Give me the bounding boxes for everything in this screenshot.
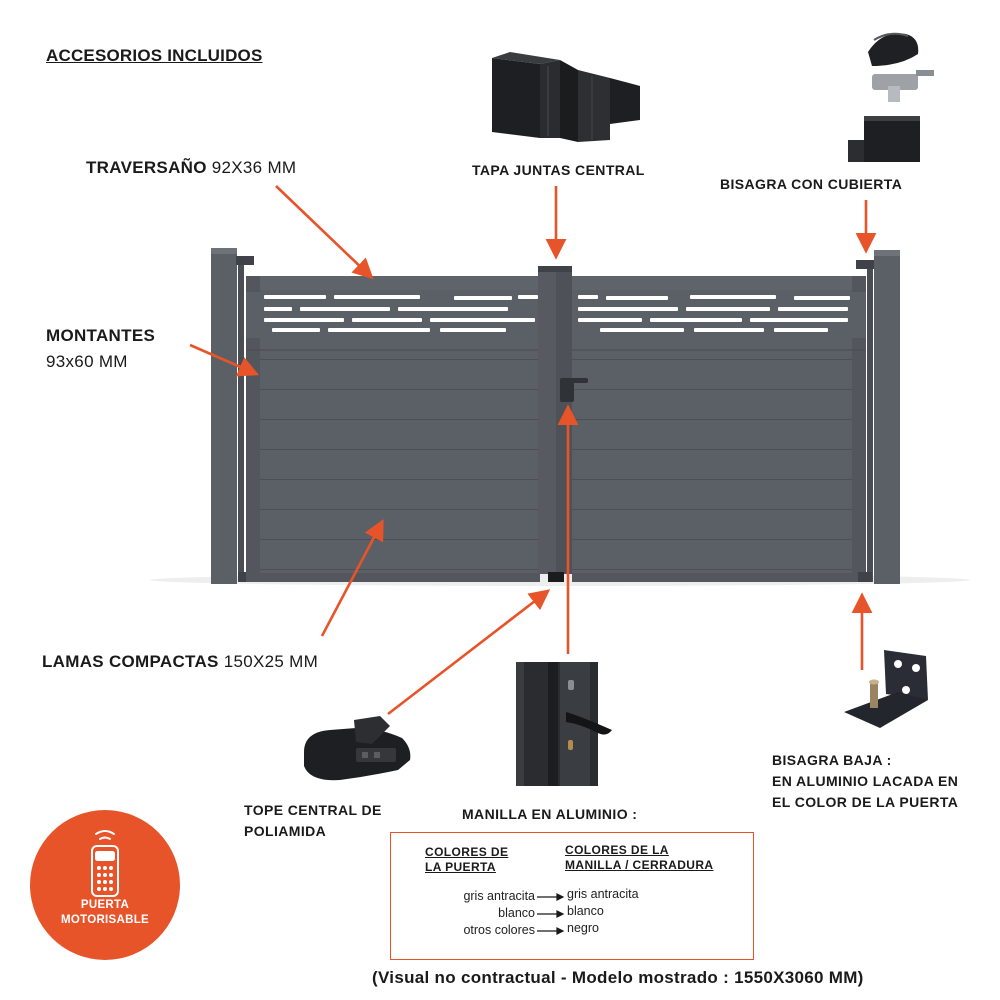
table-row-door-1: gris antracita <box>463 889 535 903</box>
header-handle-line1: COLORES DE LA <box>565 843 669 857</box>
label-bisagra-baja-line1: BISAGRA BAJA : <box>772 752 892 768</box>
color-table-header-handle: COLORES DE LA MANILLA / CERRADURA <box>565 843 713 873</box>
color-table: COLORES DE LA PUERTA COLORES DE LA MANIL… <box>390 832 754 960</box>
table-row-door-3: otros colores <box>463 923 535 937</box>
label-lamas: LAMAS COMPACTAS 150X25 MM <box>42 652 318 672</box>
tapa-juntas-image <box>492 52 640 142</box>
label-manilla: MANILLA EN ALUMINIO : <box>462 806 638 822</box>
header-door-line1: COLORES DE <box>425 845 509 859</box>
decorative-slots-right <box>578 295 850 332</box>
right-post <box>856 250 900 584</box>
left-post <box>211 248 254 584</box>
table-row-door-2: blanco <box>498 906 535 920</box>
label-bisagra-baja: BISAGRA BAJA : EN ALUMINIO LACADA EN EL … <box>772 750 958 813</box>
arrow-tope-central <box>387 589 551 716</box>
badge-line1: PUERTA <box>80 899 130 911</box>
label-lamas-name: LAMAS COMPACTAS <box>42 652 219 671</box>
label-tope-central: TOPE CENTRAL DE POLIAMIDA <box>244 800 382 842</box>
arrow-lamas <box>320 519 384 637</box>
color-table-header-door: COLORES DE LA PUERTA <box>425 845 508 875</box>
label-bisagra-baja-line3: EL COLOR DE LA PUERTA <box>772 794 959 810</box>
label-tope-central-line2: POLIAMIDA <box>244 823 327 839</box>
page-title: ACCESORIOS INCLUIDOS <box>46 46 263 65</box>
decorative-slots-left <box>264 295 538 332</box>
right-gate-leaf <box>572 276 866 582</box>
manilla-image <box>516 662 612 786</box>
label-traversano-dim: 92X36 MM <box>211 158 297 177</box>
wireless-signal-icon <box>95 830 115 835</box>
label-tapa-juntas: TAPA JUNTAS CENTRAL <box>472 162 645 178</box>
label-montantes-dim: 93x60 MM <box>46 352 128 371</box>
arrow-montantes <box>189 343 260 377</box>
table-row-handle-1: gris antracita <box>567 887 639 901</box>
label-montantes-name: MONTANTES <box>46 326 156 345</box>
bisagra-cubierta-image <box>848 32 934 162</box>
label-bisagra-baja-line2: EN ALUMINIO LACADA EN <box>772 773 959 789</box>
label-bisagra-cubierta: BISAGRA CON CUBIERTA <box>720 176 903 192</box>
callout-arrows <box>189 185 877 716</box>
footer-note: (Visual no contractual - Modelo mostrado… <box>372 968 864 987</box>
arrow-traversano <box>275 185 374 280</box>
label-tope-central-line1: TOPE CENTRAL DE <box>244 802 382 818</box>
remote-control-icon <box>91 830 119 897</box>
label-traversano-name: TRAVERSAÑO <box>86 158 207 177</box>
bisagra-baja-image <box>844 650 928 728</box>
header-door-line2: LA PUERTA <box>425 860 496 874</box>
motorisable-badge: PUERTA MOTORISABLE <box>30 810 180 960</box>
label-traversano: TRAVERSAÑO 92X36 MM <box>86 158 296 178</box>
table-row-handle-3: negro <box>567 921 599 935</box>
label-lamas-dim: 150X25 MM <box>223 652 319 671</box>
arrow-right-icon <box>537 893 565 935</box>
badge-text: PUERTA MOTORISABLE <box>30 898 180 928</box>
tope-central-image <box>304 716 411 781</box>
badge-line2: MOTORISABLE <box>60 914 150 926</box>
left-gate-leaf <box>246 276 540 582</box>
header-handle-line2: MANILLA / CERRADURA <box>565 858 714 872</box>
table-row-handle-2: blanco <box>567 904 604 918</box>
